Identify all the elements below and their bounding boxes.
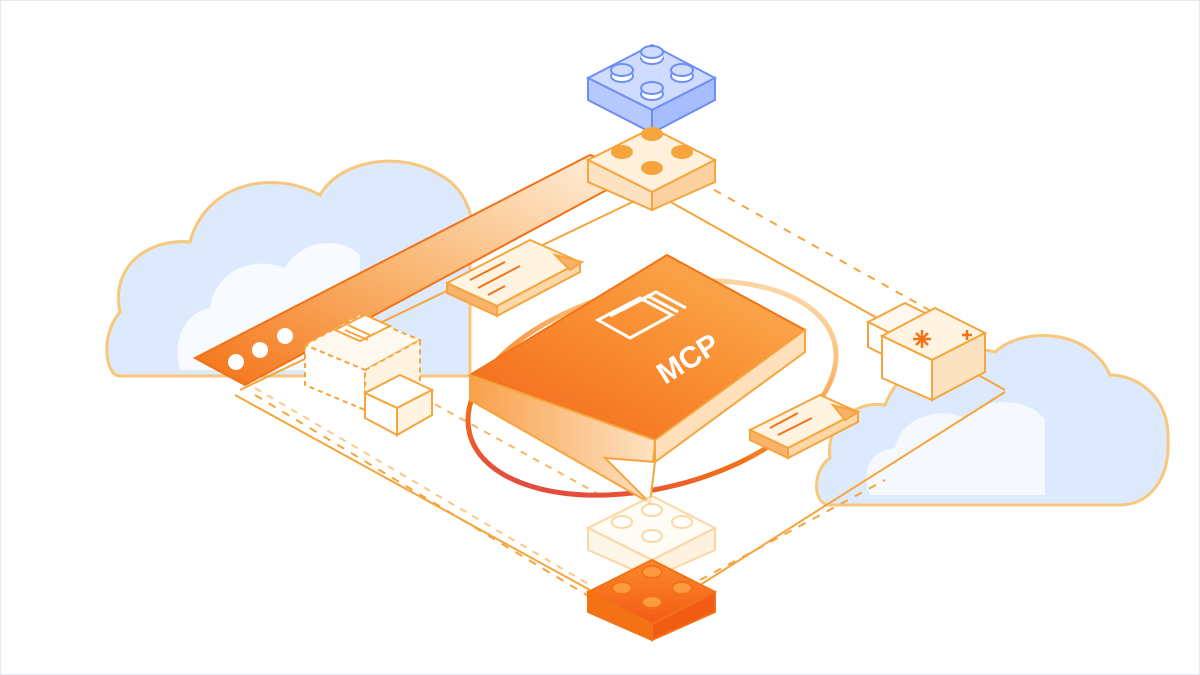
mcp-logo-icon <box>594 290 687 340</box>
mcp-book: MCP <box>467 253 807 506</box>
lego-brick-orange-icon <box>585 126 718 212</box>
window-dot-icon <box>277 328 293 344</box>
cloud-right <box>815 334 1170 507</box>
platform-lines <box>234 181 1006 601</box>
lego-brick-blue-icon <box>585 43 718 135</box>
speech-bubble-icon <box>747 393 861 460</box>
window-dot-icon <box>228 354 244 370</box>
sparkle-box-icon <box>865 301 988 402</box>
speech-bubble-icon <box>444 238 585 318</box>
window-dot-icon <box>252 342 268 358</box>
lego-brick-bottom-icon <box>585 558 718 642</box>
small-box-icon <box>362 373 435 437</box>
lego-brick-faded-icon <box>585 494 718 580</box>
